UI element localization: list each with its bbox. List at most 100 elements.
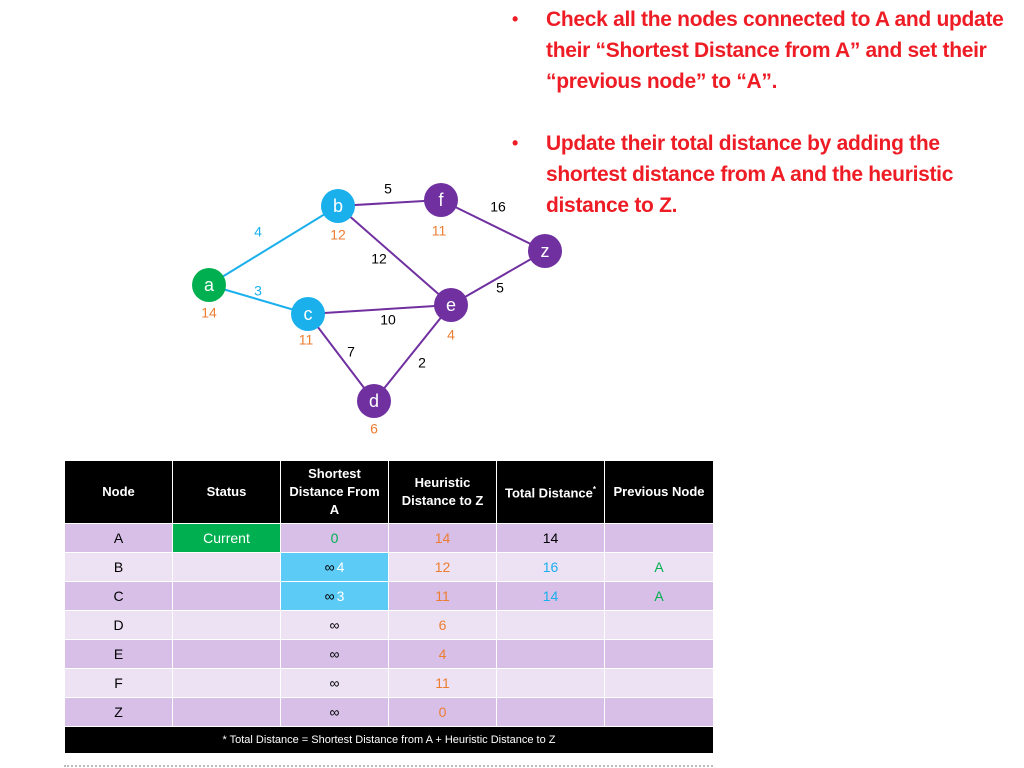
cell-previous: A [604,581,714,611]
note-1-text: Check all the nodes connected to A and u… [546,8,1004,93]
cell-total [496,639,605,669]
bullet-icon: • [512,9,519,29]
table-footer-row: * Total Distance = Shortest Distance fro… [64,726,714,754]
node-label-f: f [438,190,444,210]
edge-weight-b-e: 12 [371,251,387,267]
edge-d-e [373,304,452,402]
cell-node: D [64,610,173,640]
edge-c-d [307,313,375,402]
node-b [321,189,355,223]
cell-total [496,697,605,727]
edge-weight-c-e: 10 [380,312,396,328]
cell-heuristic: 6 [388,610,497,640]
edge-weight-e-z: 5 [496,280,504,296]
header-total-label: Total Distance [504,485,593,501]
node-heuristic-c: 11 [299,332,314,348]
cell-previous [604,610,714,640]
edge-weight-c-d: 7 [347,344,355,360]
note-1: • Check all the nodes connected to A and… [508,4,1008,97]
table-row: D ∞6 [64,610,714,640]
cell-heuristic: 12 [388,552,497,582]
cell-total: 14 [496,581,605,611]
node-c [291,297,325,331]
cell-shortest: ∞3 [280,581,389,611]
notes-panel: • Check all the nodes connected to A and… [508,4,1008,252]
cell-shortest: ∞4 [280,552,389,582]
node-heuristic-d: 6 [370,421,378,437]
node-heuristic-f: 11 [432,223,447,239]
cell-shortest: ∞ [280,668,389,698]
cell-shortest: ∞ [280,610,389,640]
cell-previous: A [604,552,714,582]
cell-status [172,639,281,669]
cell-status [172,610,281,640]
header-total-mark: * [592,485,596,495]
cell-previous [604,639,714,669]
edge-a-b [208,205,339,286]
node-a [192,268,226,302]
table-row: E∞4 [64,639,714,669]
edge-b-f [337,199,442,207]
cell-status: Current [172,523,281,553]
cell-shortest: ∞ [280,639,389,669]
header-shortest: Shortest Distance From A [280,460,389,524]
edge-e-z [450,250,546,306]
edge-f-z [440,199,546,252]
cell-heuristic: 11 [388,668,497,698]
cutoff-text-line [64,762,713,768]
node-heuristic-b: 12 [330,227,346,243]
node-z [528,234,562,268]
edge-a-c [208,284,309,315]
cell-previous [604,697,714,727]
header-node: Node [64,460,173,524]
edge-c-e [307,304,452,315]
cell-status [172,697,281,727]
cell-previous [604,668,714,698]
cell-total: 16 [496,552,605,582]
bullet-icon: • [512,133,519,153]
cell-status [172,552,281,582]
cell-total [496,610,605,640]
shortest-new-value: 3 [336,588,345,604]
edge-weight-b-f: 5 [384,181,392,197]
node-label-b: b [333,196,343,216]
node-label-a: a [204,275,215,295]
cell-shortest: ∞ [280,697,389,727]
note-2-text: Update their total distance by adding th… [546,132,954,217]
cell-status [172,668,281,698]
table-row: Z∞0 [64,697,714,727]
node-label-z: z [541,241,550,261]
edge-weight-a-c: 3 [254,283,262,299]
shortest-old-value: ∞ [324,588,335,604]
cell-shortest: 0 [280,523,389,553]
cell-status [172,581,281,611]
astar-table: Node Status Shortest Distance From A Heu… [64,460,714,754]
cell-heuristic: 14 [388,523,497,553]
shortest-new-value: 4 [336,559,345,575]
shortest-old-value: ∞ [324,559,335,575]
cell-total: 14 [496,523,605,553]
cell-heuristic: 4 [388,639,497,669]
node-d [357,384,391,418]
node-heuristic-e: 4 [447,327,455,343]
node-label-c: c [304,304,313,324]
header-total: Total Distance* [496,460,605,524]
node-label-e: e [446,295,456,315]
note-2: • Update their total distance by adding … [508,128,1008,221]
cell-heuristic: 0 [388,697,497,727]
edge-weight-a-b: 4 [254,224,262,240]
table-header-row: Node Status Shortest Distance From A Heu… [64,460,714,524]
cell-node: A [64,523,173,553]
cell-node: C [64,581,173,611]
edge-b-e [337,205,452,306]
header-previous: Previous Node [604,460,714,524]
cell-heuristic: 11 [388,581,497,611]
edge-weight-d-e: 2 [418,355,426,371]
cell-node: B [64,552,173,582]
node-heuristic-a: 14 [201,305,217,321]
edge-weight-f-z: 16 [490,199,506,215]
cell-node: F [64,668,173,698]
